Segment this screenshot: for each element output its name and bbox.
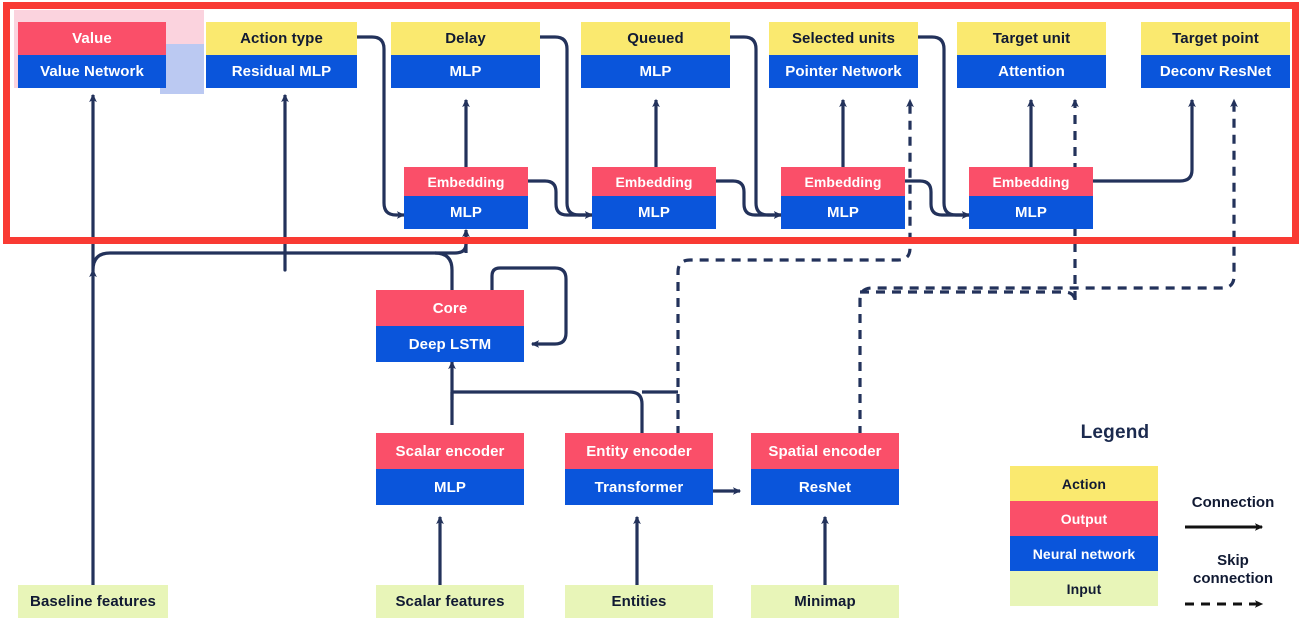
node-action-type-title: Action type (206, 22, 357, 55)
legend-swatch-output: Output (1010, 501, 1158, 536)
node-embedding-4[interactable]: Embedding MLP (969, 167, 1093, 229)
node-embedding-2-title: Embedding (592, 167, 716, 196)
node-embedding-4-title: Embedding (969, 167, 1093, 196)
node-scalar-encoder[interactable]: Scalar encoder MLP (376, 433, 524, 505)
node-core[interactable]: Core Deep LSTM (376, 290, 524, 362)
node-selected-units-title: Selected units (769, 22, 918, 55)
selection-glow-blue (160, 44, 204, 94)
legend-swatch-neural-network: Neural network (1010, 536, 1158, 571)
input-minimap[interactable]: Minimap (751, 585, 899, 618)
node-target-point-impl: Deconv ResNet (1141, 55, 1290, 88)
node-value[interactable]: Value Value Network (18, 22, 166, 88)
node-target-unit-impl: Attention (957, 55, 1106, 88)
input-baseline-features[interactable]: Baseline features (18, 585, 168, 618)
input-scalar-features[interactable]: Scalar features (376, 585, 524, 618)
node-embedding-1-title: Embedding (404, 167, 528, 196)
node-target-point[interactable]: Target point Deconv ResNet (1141, 22, 1290, 88)
node-delay-impl: MLP (391, 55, 540, 88)
node-queued-title: Queued (581, 22, 730, 55)
node-queued[interactable]: Queued MLP (581, 22, 730, 88)
node-embedding-3-impl: MLP (781, 196, 905, 229)
node-embedding-2[interactable]: Embedding MLP (592, 167, 716, 229)
node-target-unit-title: Target unit (957, 22, 1106, 55)
node-spatial-encoder-impl: ResNet (751, 469, 899, 505)
legend-swatch-stack: Action Output Neural network Input (1010, 466, 1158, 606)
node-entity-encoder-title: Entity encoder (565, 433, 713, 469)
node-delay[interactable]: Delay MLP (391, 22, 540, 88)
legend-swatch-action: Action (1010, 466, 1158, 501)
legend-swatch-input: Input (1010, 571, 1158, 606)
node-embedding-4-impl: MLP (969, 196, 1093, 229)
node-embedding-3[interactable]: Embedding MLP (781, 167, 905, 229)
node-scalar-encoder-impl: MLP (376, 469, 524, 505)
node-scalar-encoder-title: Scalar encoder (376, 433, 524, 469)
node-entity-encoder-impl: Transformer (565, 469, 713, 505)
legend-title: Legend (1080, 422, 1150, 443)
node-entity-encoder[interactable]: Entity encoder Transformer (565, 433, 713, 505)
node-embedding-2-impl: MLP (592, 196, 716, 229)
node-embedding-1-impl: MLP (404, 196, 528, 229)
node-embedding-1[interactable]: Embedding MLP (404, 167, 528, 229)
node-value-impl: Value Network (18, 55, 166, 88)
node-queued-impl: MLP (581, 55, 730, 88)
node-target-point-title: Target point (1141, 22, 1290, 55)
legend-connection-label: Connection (1191, 494, 1275, 511)
node-value-title: Value (18, 22, 166, 55)
node-embedding-3-title: Embedding (781, 167, 905, 196)
node-target-unit[interactable]: Target unit Attention (957, 22, 1106, 88)
node-selected-units-impl: Pointer Network (769, 55, 918, 88)
node-core-impl: Deep LSTM (376, 326, 524, 362)
node-action-type-impl: Residual MLP (206, 55, 357, 88)
node-core-title: Core (376, 290, 524, 326)
node-selected-units[interactable]: Selected units Pointer Network (769, 22, 918, 88)
node-action-type[interactable]: Action type Residual MLP (206, 22, 357, 88)
node-delay-title: Delay (391, 22, 540, 55)
node-spatial-encoder-title: Spatial encoder (751, 433, 899, 469)
input-entities[interactable]: Entities (565, 585, 713, 618)
node-spatial-encoder[interactable]: Spatial encoder ResNet (751, 433, 899, 505)
legend-skip-label: Skip connection (1192, 552, 1273, 587)
